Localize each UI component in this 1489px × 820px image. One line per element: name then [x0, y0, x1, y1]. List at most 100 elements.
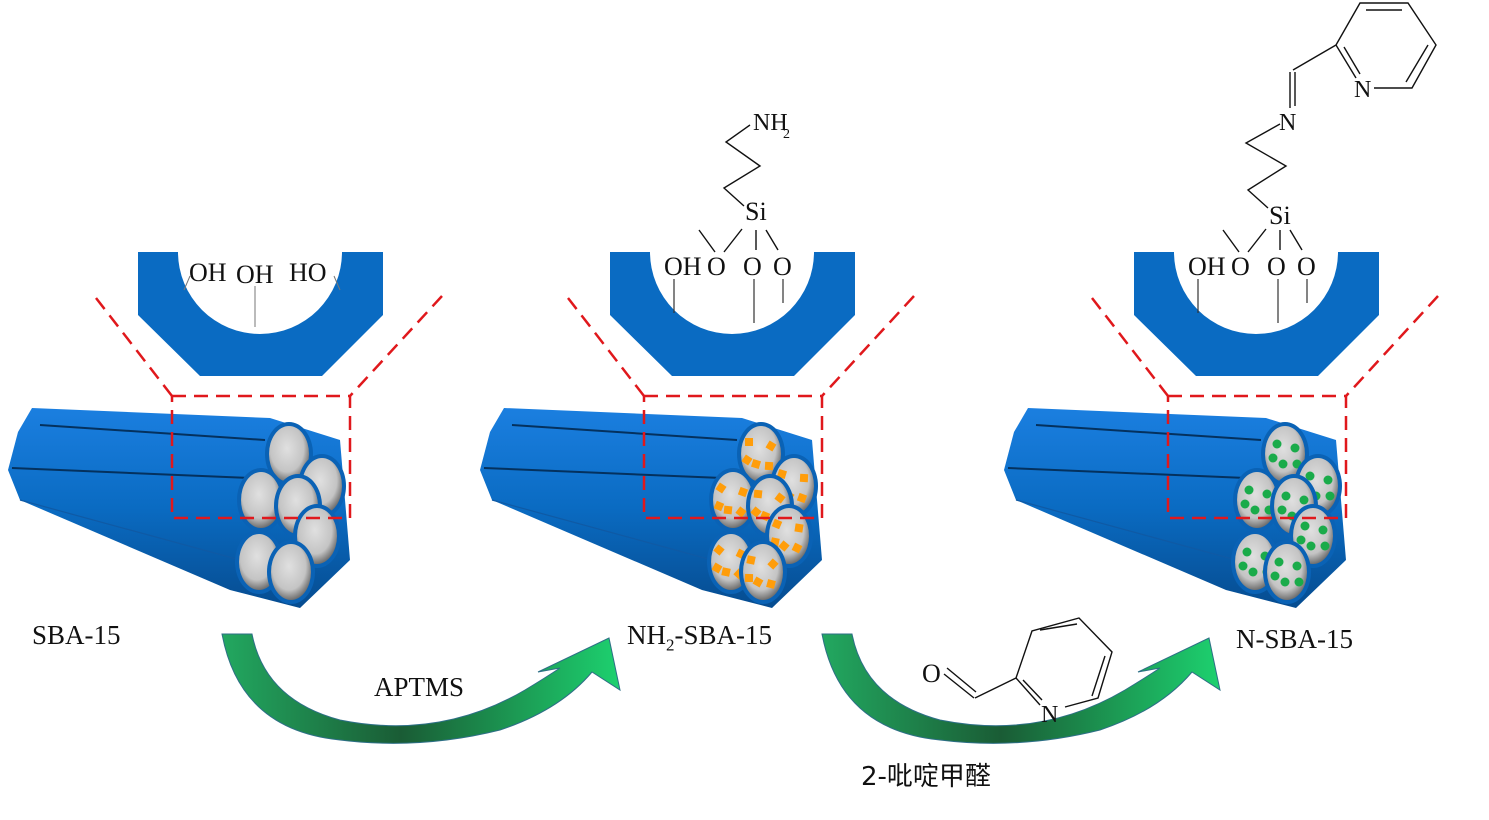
methyl-bond: [698, 229, 716, 253]
hydroxyl-label: OH: [1188, 252, 1226, 281]
amine-group-marker: [794, 523, 804, 533]
rod-seam: [483, 467, 723, 479]
ligand-group-marker: [1294, 577, 1304, 587]
zoom-indicator: [1091, 295, 1439, 520]
siloxane-oxygen-label: O: [773, 252, 792, 281]
pyridine-double-bond: [1091, 655, 1106, 697]
pyridine-ring: [1335, 44, 1357, 79]
reagent-pyridinecarboxaldehyde-text: 2-吡啶甲醛: [861, 762, 991, 792]
si-o-bond: [765, 229, 779, 251]
amine-group-marker: [741, 454, 753, 466]
pore: [1263, 540, 1311, 604]
stage-label-nh2-sba15: NH2-SBA-15: [627, 620, 772, 655]
zoom-box: [1166, 394, 1348, 520]
pore-opening: [743, 544, 783, 600]
ligand-group-marker: [1274, 557, 1284, 567]
pore: [237, 468, 285, 532]
ligand-group-marker: [1268, 453, 1278, 463]
pore-opening: [271, 544, 311, 600]
amine-group-marker: [752, 576, 764, 588]
amine-group-marker: [796, 492, 808, 504]
amine-group-marker: [721, 567, 731, 577]
ligand-group-marker: [1262, 489, 1272, 499]
amine-group-marker: [765, 440, 777, 452]
reagent-label-aptms: APTMS: [374, 672, 464, 703]
siloxane-oxygen-label: O: [1297, 252, 1316, 281]
ligand-group-marker: [1296, 535, 1306, 545]
bond-line: [183, 275, 191, 291]
propyl-chain: [1244, 123, 1288, 209]
pyridinecarboxaldehyde-structure: ON: [922, 617, 1113, 728]
ligand-group-marker: [1242, 547, 1252, 557]
pore: [709, 468, 757, 532]
ligand-group-marker: [1292, 561, 1302, 571]
zoom-line-right: [821, 295, 915, 397]
pore: [1261, 422, 1309, 486]
ligand-group-marker: [1278, 459, 1288, 469]
amine-group-marker: [737, 486, 749, 498]
amine-group-marker: [735, 506, 747, 518]
rod-seam: [1015, 499, 1237, 561]
zoom-box: [170, 394, 352, 520]
amine-group-marker: [791, 542, 803, 554]
ligand-group-marker: [1270, 571, 1280, 581]
ligand-group-marker: [1280, 577, 1290, 587]
siloxane-oxygen-label: O: [1267, 252, 1286, 281]
stage-label-sba15-suffix: -15: [84, 620, 121, 650]
reagent-aptms-text: APTMS: [374, 672, 465, 702]
stage-label-n-sba15-name: N-SBA-15: [1236, 624, 1354, 654]
amine-group-marker: [744, 573, 754, 583]
stage-label-sba15: SBA-15: [32, 620, 121, 651]
amine-label: NH: [753, 110, 788, 136]
curved-arrow: [221, 633, 621, 744]
rod-seam: [39, 424, 266, 441]
zoom-box: [642, 394, 824, 520]
amine-group-marker: [764, 461, 774, 471]
pyridine-nitrogen-label: N: [1354, 77, 1371, 103]
zoom-line-right: [349, 295, 443, 397]
reaction-arrow-aptms: [221, 633, 621, 744]
pyridine-double-bond: [1039, 623, 1078, 631]
pyridine-ring: [1335, 2, 1437, 89]
hydroxyl-label: OH: [664, 252, 702, 281]
amine-group-marker: [745, 438, 753, 446]
amine-group-marker: [723, 505, 733, 515]
stage-label-sba15-name: SBA: [32, 620, 85, 650]
ligand-group-marker: [1325, 491, 1335, 501]
amine-group-marker: [751, 459, 761, 469]
reagent-label-2-pyridinecarboxaldehyde: 2-吡啶甲醛: [861, 756, 991, 793]
siloxane-oxygen-label: O: [1231, 252, 1250, 281]
rod-seam: [1035, 424, 1262, 441]
methyl-bond: [1222, 229, 1240, 253]
pyridine-double-bond: [1343, 46, 1361, 75]
pore: [739, 540, 787, 604]
pore-opening: [241, 472, 281, 528]
rod-seam: [11, 467, 251, 479]
bond-line: [333, 275, 341, 291]
zoom-indicator: [567, 295, 915, 520]
ligand-group-marker: [1244, 485, 1254, 495]
ligand-group-marker: [1238, 561, 1248, 571]
pore: [267, 540, 315, 604]
pyridine-ring: [1015, 677, 1041, 706]
silica-wall: [1134, 252, 1379, 376]
ligand-group-marker: [1299, 495, 1309, 505]
pyridine-nitrogen-label: N: [1041, 702, 1058, 728]
ligand-group-marker: [1300, 521, 1310, 531]
pore: [1233, 468, 1281, 532]
imine-nitrogen-label: N: [1279, 110, 1296, 136]
carbonyl-double-bond: [946, 667, 977, 693]
ligand-group-marker: [1281, 491, 1291, 501]
si-o-bond: [1247, 228, 1267, 253]
silicon-label: Si: [745, 197, 767, 226]
stage-label-nh2-prefix: NH: [627, 620, 666, 650]
silica-wall: [610, 252, 855, 376]
pore: [1231, 530, 1279, 594]
imine-ch-bond: [1292, 44, 1337, 71]
reaction-arrow-pyridinecarboxaldehyde: [821, 633, 1221, 744]
